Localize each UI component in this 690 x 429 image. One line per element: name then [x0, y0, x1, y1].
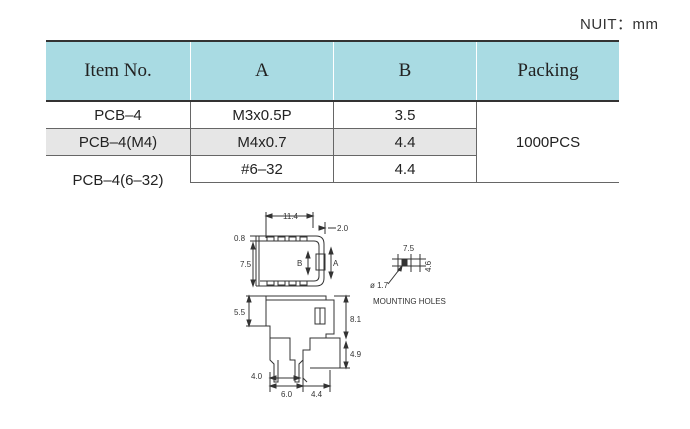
cell-b: 3.5	[333, 101, 477, 129]
cell-a: M3x0.5P	[190, 101, 334, 129]
cell-b: 4.4	[333, 155, 477, 183]
dim-8-1: 8.1	[350, 315, 362, 324]
header-b: B	[333, 40, 477, 102]
table-row: PCB–4(M4) M4x0.7 4.4	[46, 128, 619, 156]
unit-label: NUIT：mm	[580, 16, 659, 33]
table-row: PCB–4 M3x0.5P 3.5 1000PCS	[46, 101, 619, 183]
dim-4-0: 4.0	[251, 372, 263, 381]
hole-dim-4-6: 4.6	[424, 260, 433, 272]
header-a: A	[190, 40, 334, 102]
mounting-holes-label: MOUNTING HOLES	[373, 297, 446, 306]
dim-4-4: 4.4	[311, 390, 323, 399]
table-header-row: Item No. A B Packing	[46, 40, 619, 102]
header-packing: Packing	[476, 40, 619, 102]
spec-table: Item No. A B Packing PCB–4 M3x0.5P 3.5 1…	[46, 40, 619, 189]
dim-2-0: 2.0	[337, 224, 349, 233]
table-row: PCB–4(6–32) #6–32 4.4	[46, 155, 619, 189]
cell-item: PCB–4	[46, 101, 191, 129]
cell-packing: 1000PCS	[476, 101, 619, 183]
dim-7-5-left: 7.5	[240, 260, 252, 269]
cell-a: M4x0.7	[190, 128, 334, 156]
cell-a: #6–32	[190, 155, 334, 183]
hole-dim-7-5: 7.5	[403, 244, 415, 253]
dim-5-5: 5.5	[234, 308, 246, 317]
header-item-no: Item No.	[46, 40, 191, 102]
dim-0-8: 0.8	[234, 234, 246, 243]
dim-6-0: 6.0	[281, 390, 293, 399]
label-b: B	[297, 259, 302, 268]
cell-item: PCB–4(6–32)	[46, 156, 191, 189]
dim-4-9: 4.9	[350, 350, 362, 359]
cell-item-text: PCB–4(6–32)	[72, 171, 164, 189]
cell-item: PCB–4(M4)	[46, 128, 191, 156]
cell-b: 4.4	[333, 128, 477, 156]
hole-diameter: ø 1.7	[370, 281, 389, 290]
dim-11-4: 11.4	[283, 212, 299, 221]
label-a: A	[333, 259, 339, 268]
